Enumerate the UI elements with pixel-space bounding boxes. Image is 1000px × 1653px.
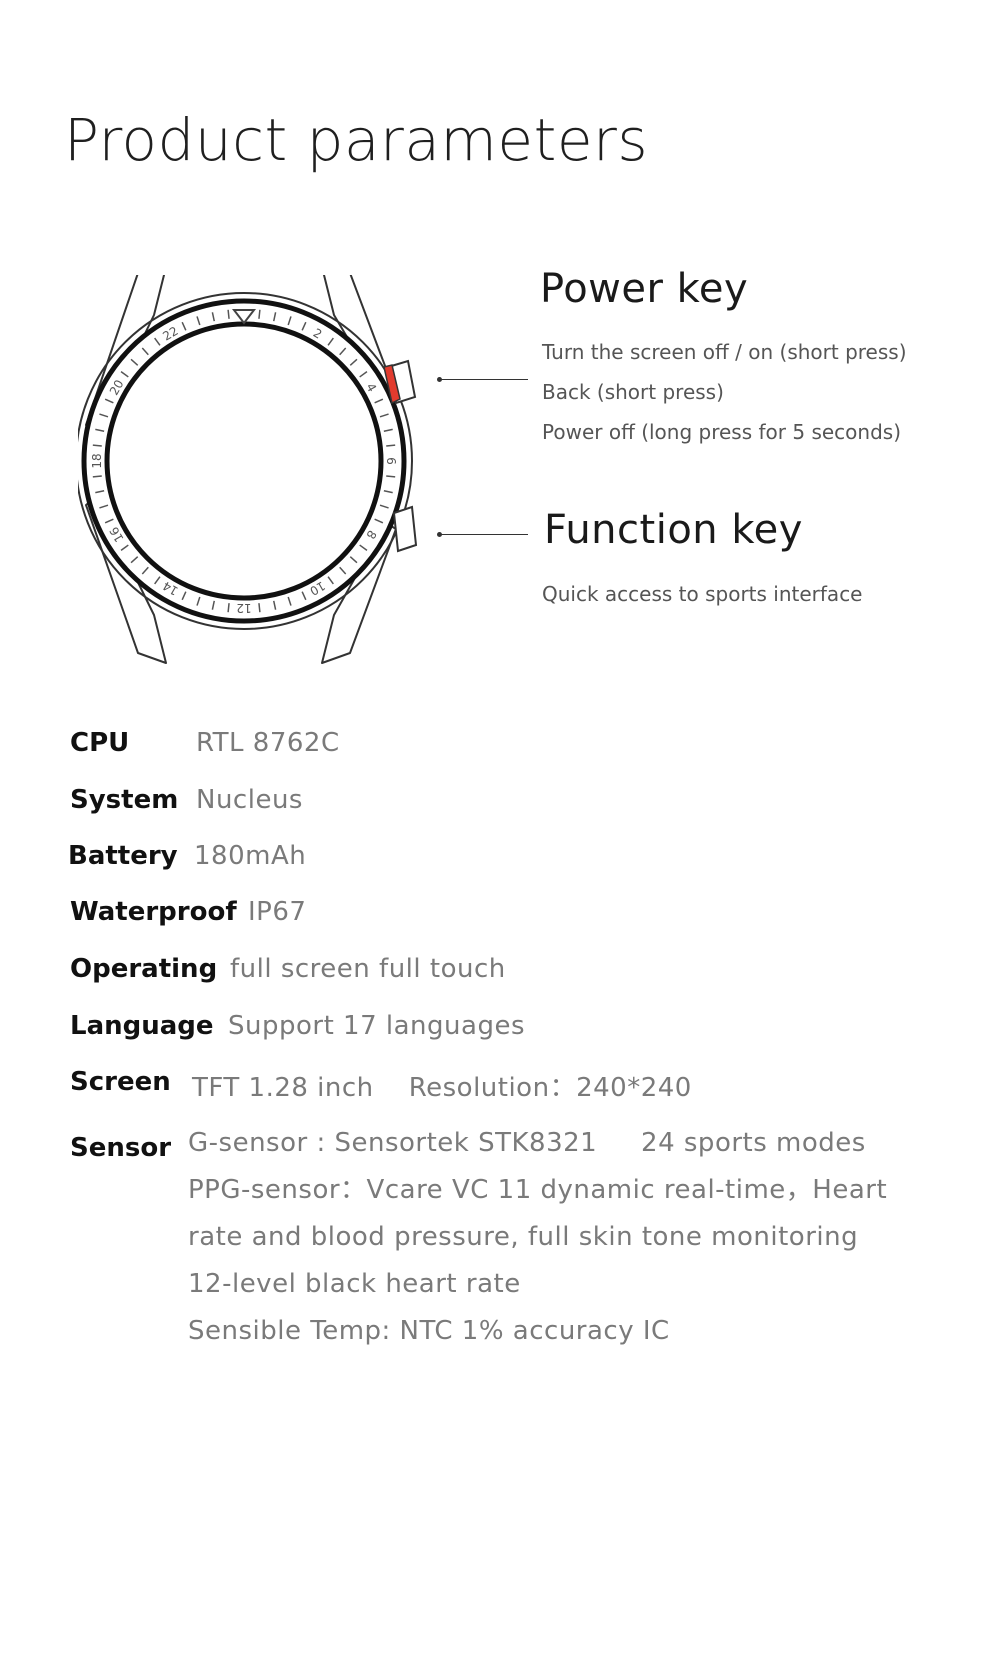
- power-key-button: [383, 359, 417, 405]
- bezel-tick: [141, 566, 149, 575]
- bezel-number: 18: [90, 453, 104, 468]
- bezel-number: 14: [160, 578, 180, 598]
- bezel-tick: [227, 603, 230, 613]
- spec-label-operating: Operating: [70, 954, 218, 984]
- spec-label-battery: Battery: [68, 841, 178, 871]
- sensor-line: G-sensor : Sensortek STK8321 24 sports m…: [188, 1128, 866, 1158]
- spec-label-cpu: CPU: [70, 728, 130, 758]
- spec-label-language: Language: [70, 1011, 214, 1041]
- watch-case: [78, 292, 413, 630]
- spec-value-screen: TFT 1.28 inch Resolution：240*240: [192, 1073, 692, 1103]
- power-key-title: Power key: [540, 266, 749, 312]
- bezel-tick: [349, 358, 358, 366]
- page-title: Product parameters: [64, 106, 649, 174]
- bezel-tick: [227, 309, 230, 319]
- sensor-line: 12-level black heart rate: [188, 1269, 521, 1299]
- function-key-callout-dot: [437, 532, 442, 537]
- bezel-tick: [359, 544, 368, 551]
- spec-label-waterproof: Waterproof: [70, 897, 237, 927]
- power-key-callout-dot: [437, 377, 442, 382]
- bezel-tick: [327, 576, 334, 585]
- sensor-line: PPG-sensor：Vcare VC 11 dynamic real-time…: [188, 1175, 888, 1205]
- bezel-tick: [95, 489, 105, 494]
- bezel-tick: [99, 504, 109, 509]
- bezel-tick: [130, 556, 139, 564]
- bezel-tick: [211, 312, 216, 322]
- spec-value-system: Nucleus: [196, 785, 303, 815]
- spec-value-operating: full screen full touch: [230, 954, 506, 984]
- bezel-tick: [287, 316, 292, 326]
- bezel-tick: [386, 475, 396, 478]
- bezel-tick: [272, 312, 277, 322]
- bezel-tick: [120, 371, 129, 378]
- function-key-title: Function key: [544, 507, 803, 553]
- function-key-callout-line: [440, 534, 528, 535]
- function-key-line: Quick access to sports interface: [542, 582, 863, 606]
- bezel-tick: [141, 347, 149, 356]
- bezel-tick: [154, 576, 161, 585]
- bezel-number: 22: [160, 324, 180, 344]
- spec-value-language: Support 17 languages: [228, 1011, 525, 1041]
- bezel-tick: [99, 413, 109, 418]
- bezel-number: 20: [107, 377, 127, 397]
- bezel-number: 10: [307, 578, 327, 598]
- power-key-callout-line: [440, 379, 528, 380]
- bezel-number: 16: [107, 524, 127, 544]
- spec-value-waterproof: IP67: [248, 897, 307, 927]
- bezel-tick: [104, 398, 114, 404]
- bezel-tick: [258, 309, 261, 319]
- bezel-tick: [379, 504, 389, 509]
- bezel-number: 12: [236, 601, 251, 615]
- bezel-tick: [92, 444, 102, 447]
- spec-label-system: System: [70, 785, 179, 815]
- bezel-tick: [272, 600, 277, 610]
- bezel-tick: [379, 413, 389, 418]
- power-key-line: Back (short press): [542, 380, 724, 404]
- bezel-tick: [327, 337, 334, 346]
- bezel-tick: [383, 428, 393, 433]
- bezel-tick: [196, 316, 201, 326]
- bezel-tick: [211, 600, 216, 610]
- bezel-tick: [386, 444, 396, 447]
- bezel-tick: [196, 596, 201, 606]
- spec-value-battery: 180mAh: [194, 841, 307, 871]
- function-key-button: [392, 505, 418, 553]
- bezel-tick: [349, 556, 358, 564]
- bezel-tick: [374, 518, 384, 524]
- spec-label-screen: Screen: [70, 1067, 171, 1097]
- spec-value-cpu: RTL 8762C: [196, 728, 340, 758]
- bezel-ticks: [92, 309, 396, 613]
- bezel-tick: [359, 371, 368, 378]
- power-key-description: Turn the screen off / on (short press) B…: [542, 332, 907, 452]
- spec-label-sensor: Sensor: [70, 1133, 172, 1163]
- bezel-tick: [339, 566, 347, 575]
- bezel-tick: [104, 518, 114, 524]
- bezel-tick: [181, 321, 187, 331]
- bezel-tick: [339, 347, 347, 356]
- bezel-tick: [374, 398, 384, 404]
- function-key-description: Quick access to sports interface: [542, 574, 863, 614]
- bezel-triangle-marker: [231, 309, 257, 325]
- sensor-line: Sensible Temp: NTC 1% accuracy IC: [188, 1316, 670, 1346]
- bezel-tick: [130, 358, 139, 366]
- sensor-line: rate and blood pressure, full skin tone …: [188, 1222, 859, 1252]
- bezel-tick: [258, 603, 261, 613]
- power-key-line: Turn the screen off / on (short press): [542, 340, 907, 364]
- bezel-number: 6: [384, 457, 398, 465]
- watch-screen: [104, 321, 384, 601]
- bezel-tick: [301, 321, 307, 331]
- bezel-tick: [383, 489, 393, 494]
- bezel-tick: [95, 428, 105, 433]
- bezel-tick: [154, 337, 161, 346]
- bezel-tick: [92, 475, 102, 478]
- bezel-tick: [181, 591, 187, 601]
- bezel-tick: [287, 596, 292, 606]
- bezel-tick: [301, 591, 307, 601]
- spec-value-sensor: G-sensor : Sensortek STK8321 24 sports m…: [188, 1120, 887, 1355]
- bezel-tick: [120, 544, 129, 551]
- power-key-line: Power off (long press for 5 seconds): [542, 420, 901, 444]
